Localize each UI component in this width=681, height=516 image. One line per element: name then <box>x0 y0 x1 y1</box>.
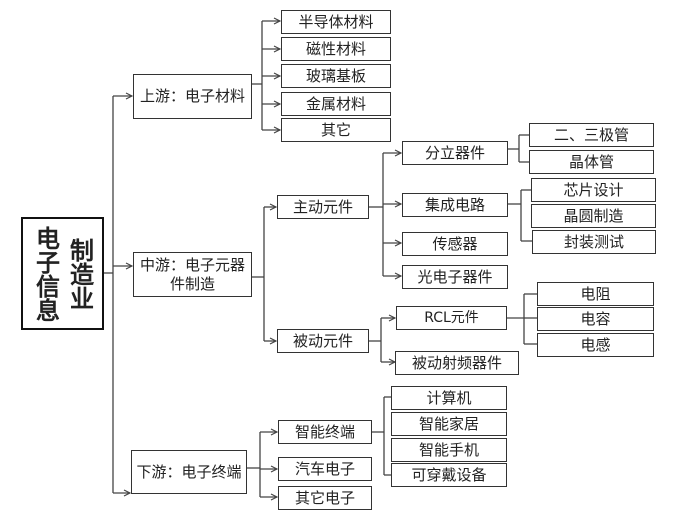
smart-terminal-node: 智能终端 <box>278 420 372 444</box>
smart-device-item: 智能手机 <box>391 438 507 462</box>
material-item: 磁性材料 <box>281 37 391 61</box>
passive-components-node: 被动元件 <box>277 329 369 353</box>
rcl-item: 电容 <box>537 307 654 331</box>
upstream-node: 上游：电子材料 <box>133 74 252 119</box>
auto-electronics-node: 汽车电子 <box>278 457 372 481</box>
other-electronics-node: 其它电子 <box>278 486 372 510</box>
ic-item: 晶圆制造 <box>531 204 656 228</box>
smart-device-item: 计算机 <box>391 386 507 410</box>
discrete-item: 晶体管 <box>529 150 654 174</box>
smart-device-item: 智能家居 <box>391 412 507 436</box>
downstream-label: 下游：电子终端 <box>136 462 242 481</box>
downstream-node: 下游：电子终端 <box>131 450 247 494</box>
smart-device-item: 可穿戴设备 <box>391 463 507 487</box>
material-item: 其它 <box>281 118 391 142</box>
ic-item: 芯片设计 <box>531 178 656 202</box>
ic-item: 封装测试 <box>532 230 656 254</box>
optoelectronic-node: 光电子器件 <box>402 265 508 289</box>
sensor-node: 传感器 <box>402 232 508 256</box>
integrated-circuit-node: 集成电路 <box>402 193 508 217</box>
root-title-line1: 电子信息 <box>31 225 60 322</box>
root-node: 电子信息 制造业 <box>21 217 104 330</box>
upstream-label: 上游：电子材料 <box>139 87 245 105</box>
material-item: 半导体材料 <box>281 10 391 34</box>
rcl-item: 电阻 <box>537 282 654 306</box>
midstream-label: 中游：电子元器件制造 <box>139 255 245 293</box>
discrete-devices-node: 分立器件 <box>402 141 508 165</box>
material-item: 金属材料 <box>281 92 391 116</box>
active-components-node: 主动元件 <box>277 195 369 219</box>
rcl-item: 电感 <box>537 333 654 357</box>
material-item: 玻璃基板 <box>281 64 391 88</box>
discrete-item: 二、三极管 <box>529 123 654 147</box>
midstream-node: 中游：电子元器件制造 <box>133 252 252 297</box>
rcl-components-node: RCL元件 <box>396 306 507 330</box>
passive-rf-node: 被动射频器件 <box>395 351 519 375</box>
root-title-line2: 制造业 <box>65 237 94 310</box>
